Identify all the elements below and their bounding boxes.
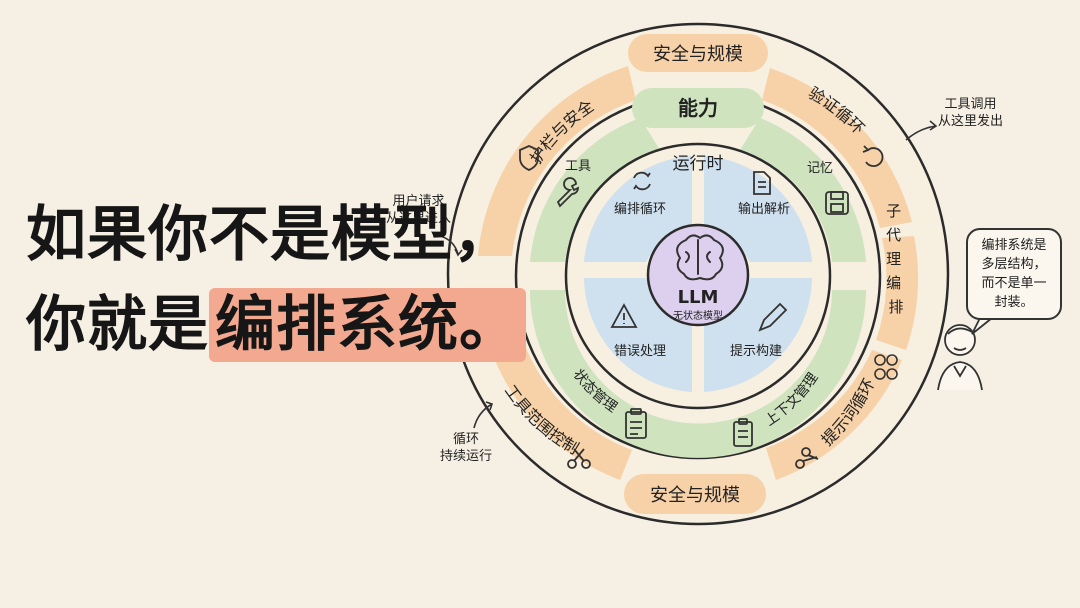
- speech-bubble-text: 编排系统是 多层结构， 而不是单一 封装。: [981, 238, 1047, 310]
- subagents-char: 理: [886, 250, 901, 268]
- tool-calls-note: 工具调用 从这里发出: [938, 97, 1004, 129]
- llm-subtitle: 无状态模型: [673, 309, 723, 322]
- segment-error-handling: [584, 278, 692, 392]
- capabilities-label: 能力: [678, 96, 718, 120]
- tool-call-arrow: [905, 125, 937, 141]
- segment-verification: [762, 68, 912, 228]
- segment-memory: [740, 118, 866, 262]
- capability-segments: [530, 118, 866, 458]
- headline-line-1: 如果你不是模型，: [26, 200, 514, 270]
- clipboard-icon: [625, 408, 647, 439]
- loop-note: 循环 持续运行: [440, 432, 493, 464]
- warning-icon: [610, 303, 638, 328]
- refresh-icon: [862, 145, 884, 167]
- prompt-building-label: 提示构建: [730, 343, 782, 359]
- loop-arrows-icon: [633, 171, 651, 191]
- shield-icon: [519, 145, 539, 171]
- runtime-label: 运行时: [673, 154, 724, 174]
- wrench-icon: [556, 177, 579, 208]
- subagents-char: 排: [888, 298, 903, 316]
- subagents-char: 子: [886, 202, 901, 220]
- segment-subagents: [876, 236, 919, 350]
- scissors-icon: [795, 447, 819, 469]
- subagents-label: 子 代 理 编 排: [886, 202, 906, 316]
- headline-highlight: 编排系统。: [209, 288, 526, 362]
- segment-tools: [530, 118, 660, 262]
- runtime-segments: [584, 156, 812, 392]
- scissors-icon: [567, 448, 591, 469]
- speech-tail: [971, 317, 993, 335]
- segment-guardrails: [478, 66, 636, 256]
- document-icon: [753, 171, 771, 195]
- output-parsing-label: 输出解析: [738, 201, 790, 217]
- llm-title: LLM: [678, 287, 719, 308]
- safety-pill-top: [628, 34, 768, 72]
- segment-prompt-building: [704, 278, 812, 392]
- headline-line-2-prefix: 你就是: [26, 290, 209, 360]
- orchestration-label: 编排循环: [614, 202, 666, 217]
- save-icon: [825, 191, 849, 215]
- outer-top-label: 安全与规模: [653, 44, 743, 65]
- segment-output-parsing: [704, 156, 812, 262]
- user-request-note: 用户请求 从这里进入: [386, 194, 452, 226]
- headline: 如果你不是模型， 你就是编排系统。: [26, 190, 526, 370]
- outer-bottom-label: 安全与规模: [650, 485, 740, 506]
- people-icon: [874, 354, 898, 380]
- person-icon: [937, 324, 983, 391]
- loop-arrow: [473, 403, 493, 429]
- headline-line-2: 你就是编排系统。: [26, 280, 526, 370]
- segment-state-context: [530, 290, 866, 458]
- tools-label: 工具: [565, 159, 591, 174]
- segment-orchestration: [584, 156, 692, 262]
- segment-prompt-loop: [766, 350, 902, 480]
- memory-label: 记忆: [807, 160, 833, 176]
- speech-bubble: 编排系统是 多层结构， 而不是单一 封装。: [966, 228, 1062, 320]
- subagents-char: 编: [886, 274, 901, 292]
- subagents-char: 代: [886, 226, 901, 244]
- capabilities-pill: [632, 88, 764, 128]
- clipboard-icon: [733, 418, 753, 447]
- pencil-icon: [758, 302, 788, 332]
- error-handling-label: 错误处理: [614, 344, 666, 359]
- brain-icon: [676, 234, 724, 281]
- safety-pill-bottom: [624, 474, 766, 514]
